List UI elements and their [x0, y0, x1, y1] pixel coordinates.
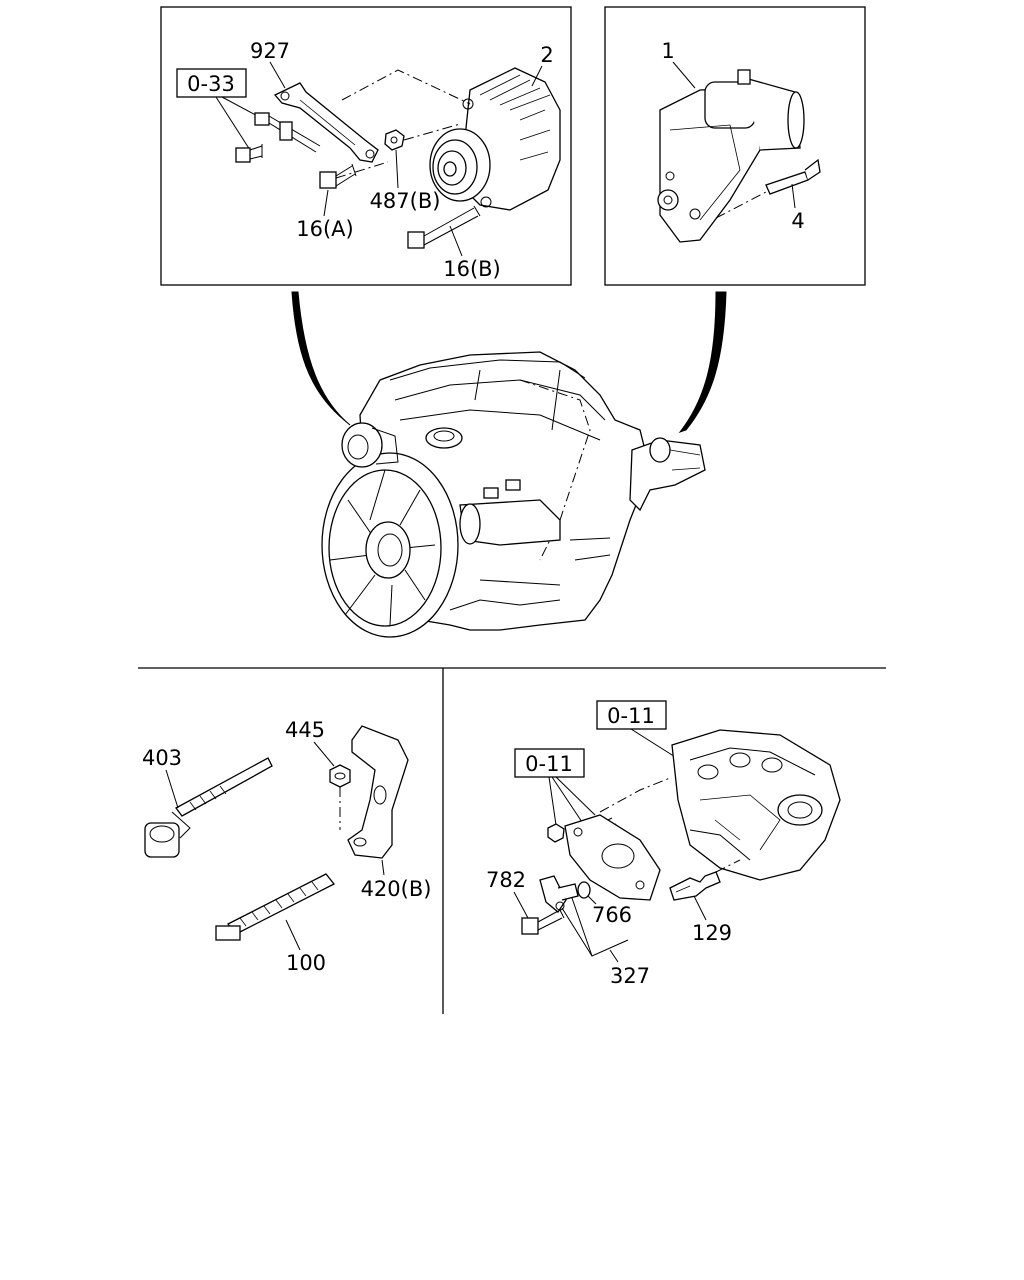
engine-assembly	[291, 291, 727, 638]
label-100: 100	[286, 951, 326, 975]
bolt-16a	[319, 163, 357, 189]
nut-445	[329, 764, 351, 830]
label-2: 2	[540, 43, 553, 67]
cylinder-head	[671, 729, 841, 881]
label-403: 403	[142, 746, 182, 770]
label-327: 327	[610, 964, 650, 988]
alternator-2	[429, 67, 561, 211]
nut-487b	[384, 129, 405, 151]
label-1: 1	[661, 39, 674, 63]
svg-text:0-11: 0-11	[607, 704, 655, 728]
nut-small	[547, 823, 565, 843]
cover-plate	[564, 814, 661, 901]
stud-4	[765, 158, 821, 195]
adjusting-bracket-927	[273, 82, 379, 163]
sensor-129	[669, 859, 741, 901]
engine-alternator	[341, 422, 399, 468]
harness-section: 403 445 420(B) 100	[142, 718, 431, 975]
label-129: 129	[692, 921, 732, 945]
ref-box-0-11-top[interactable]: 0-11	[596, 700, 667, 730]
bolt-16b	[407, 205, 481, 249]
label-766: 766	[592, 903, 632, 927]
alternator-frame: 0-33 927 16(A)	[160, 6, 572, 286]
cooling-fan	[321, 452, 459, 638]
label-487b: 487(B)	[370, 189, 441, 213]
label-420b: 420(B)	[361, 877, 432, 901]
svg-text:0-33: 0-33	[187, 72, 235, 96]
ref-box-0-11-left[interactable]: 0-11	[514, 748, 585, 778]
sensor-body	[539, 875, 579, 913]
svg-text:0-11: 0-11	[525, 752, 573, 776]
label-16b: 16(B)	[443, 257, 501, 281]
bracket-420b	[347, 725, 409, 859]
cable-tie-100	[215, 873, 336, 941]
sensor-section: 0-11 0-11	[486, 700, 841, 988]
clip-403	[144, 757, 273, 858]
label-4: 4	[791, 209, 804, 233]
starter-motor-1	[657, 69, 805, 243]
starter-frame: 1 4	[604, 6, 866, 286]
label-782: 782	[486, 868, 526, 892]
label-16a: 16(A)	[296, 217, 353, 241]
label-927: 927	[250, 39, 290, 63]
engine-starter	[629, 437, 706, 512]
ref-box-0-33[interactable]: 0-33	[176, 68, 247, 98]
label-445: 445	[285, 718, 325, 742]
bolt-782	[521, 905, 565, 935]
adjust-bolt	[235, 112, 321, 163]
o-ring-766	[577, 881, 591, 899]
